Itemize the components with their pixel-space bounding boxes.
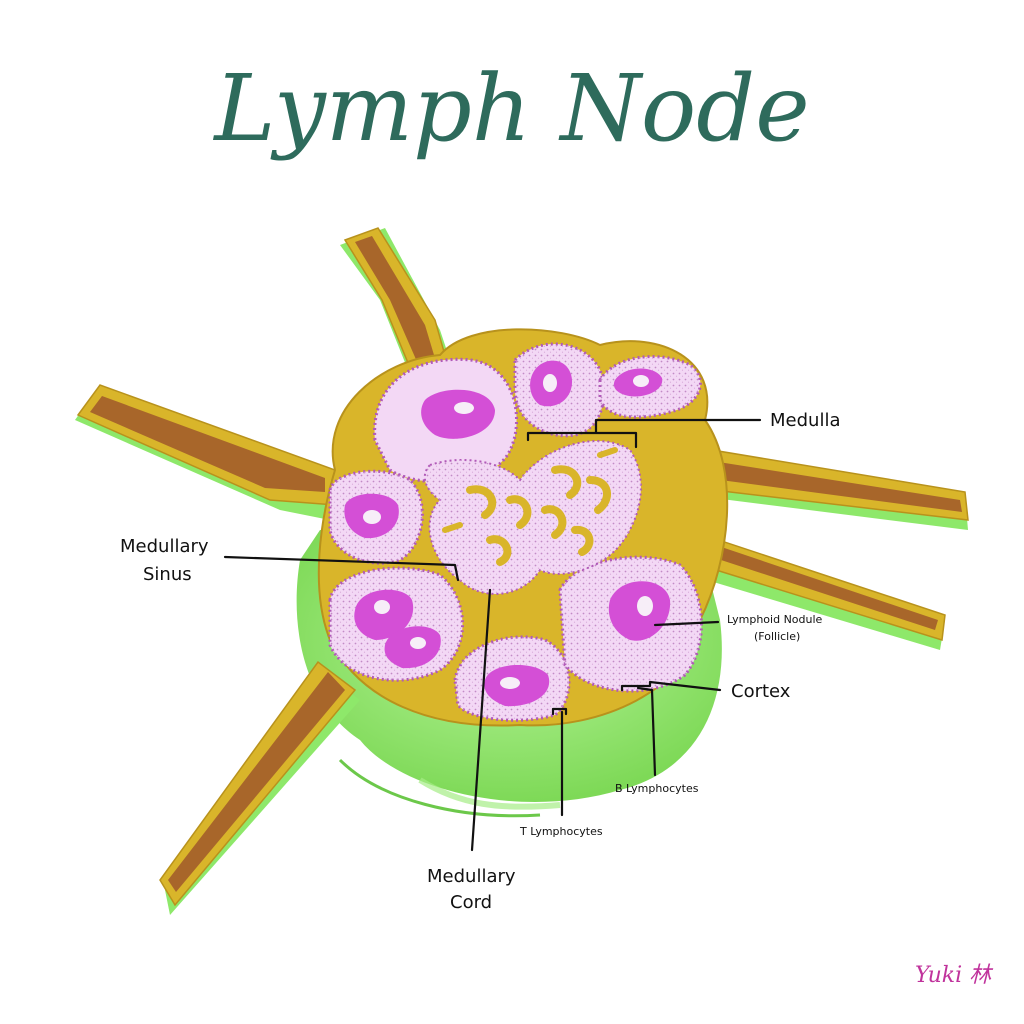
label-b-lymphocytes: B Lymphocytes bbox=[615, 782, 699, 795]
label-medullary-cord-1: Medullary bbox=[427, 866, 516, 887]
lymphoid-nodule-leader bbox=[653, 620, 720, 627]
b-lymphocytes-leader bbox=[636, 686, 657, 777]
medullary-sinus-leader bbox=[223, 555, 460, 582]
t-lymphocytes-leader bbox=[551, 707, 568, 817]
label-medullary-sinus-1: Medullary bbox=[120, 536, 209, 557]
label-cortex: Cortex bbox=[731, 681, 791, 702]
page-title: Lymph Node bbox=[212, 55, 809, 162]
medullary-cord-leader bbox=[470, 588, 492, 852]
label-lymphoid-nodule-2: (Follicle) bbox=[754, 630, 800, 643]
germinal-center bbox=[354, 589, 414, 640]
label-medulla: Medulla bbox=[770, 410, 840, 431]
germinal-center bbox=[421, 389, 495, 439]
label-t-lymphocytes: T Lymphocytes bbox=[519, 825, 603, 838]
cortex-leader bbox=[620, 680, 722, 692]
leader-lines bbox=[223, 418, 762, 852]
medulla-leader bbox=[526, 418, 762, 449]
label-medullary-cord-2: Cord bbox=[450, 892, 492, 913]
medullary-cords bbox=[423, 437, 642, 595]
lymphoid-nodules bbox=[328, 342, 703, 722]
label-medullary-sinus-2: Sinus bbox=[143, 564, 192, 585]
artist-signature: Yuki 林 bbox=[915, 963, 994, 988]
label-lymphoid-nodule-1: Lymphoid Nodule bbox=[727, 613, 823, 626]
labels: Medulla Medullary Sinus Lymphoid Nodule … bbox=[120, 410, 840, 913]
vessels bbox=[75, 227, 969, 915]
